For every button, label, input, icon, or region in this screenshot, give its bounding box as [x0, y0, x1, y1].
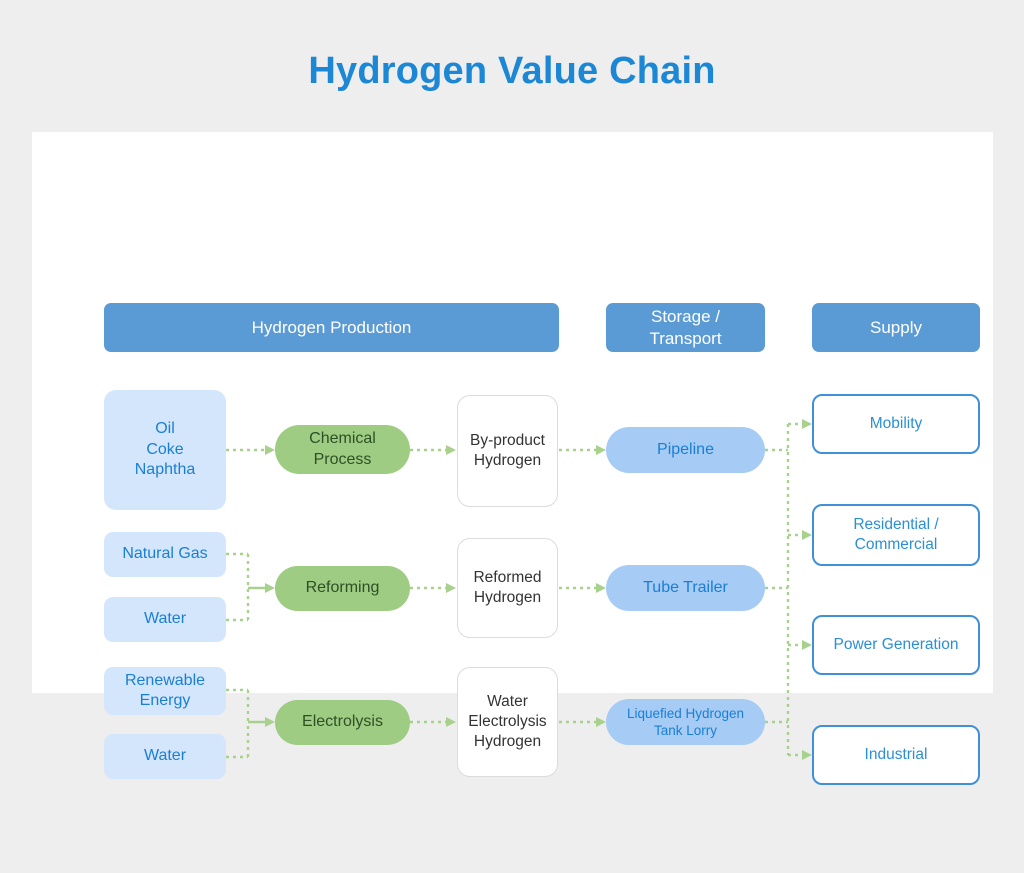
transport-tube-trailer[interactable]: Tube Trailer: [606, 565, 765, 611]
stage-header-storage-transport[interactable]: Storage / Transport: [606, 303, 765, 352]
diagram-card: Hydrogen Production Storage / Transport …: [32, 132, 993, 785]
product-by-product-hydrogen[interactable]: By-product Hydrogen: [457, 395, 558, 507]
stage-header-supply[interactable]: Supply: [812, 303, 980, 352]
supply-industrial[interactable]: Industrial: [812, 725, 980, 785]
supply-power-generation[interactable]: Power Generation: [812, 615, 980, 675]
product-reformed-hydrogen[interactable]: Reformed Hydrogen: [457, 538, 558, 638]
diagram-page: Hydrogen Value Chain: [32, 50, 993, 785]
supply-residential-commercial[interactable]: Residential / Commercial: [812, 504, 980, 566]
feedstock-water-reforming[interactable]: Water: [104, 597, 226, 642]
transport-pipeline[interactable]: Pipeline: [606, 427, 765, 473]
supply-mobility[interactable]: Mobility: [812, 394, 980, 454]
stage-header-hydrogen-production[interactable]: Hydrogen Production: [104, 303, 559, 352]
feedstock-oil-coke-naphtha[interactable]: Oil Coke Naphtha: [104, 390, 226, 510]
feedstock-natural-gas[interactable]: Natural Gas: [104, 532, 226, 577]
product-water-electrolysis-hydrogen[interactable]: Water Electrolysis Hydrogen: [457, 667, 558, 777]
process-electrolysis[interactable]: Electrolysis: [275, 700, 410, 745]
process-chemical-process[interactable]: Chemical Process: [275, 425, 410, 474]
feedstock-renewable-energy[interactable]: Renewable Energy: [104, 667, 226, 715]
process-reforming[interactable]: Reforming: [275, 566, 410, 611]
transport-liquefied-hydrogen-tank-lorry[interactable]: Liquefied Hydrogen Tank Lorry: [606, 699, 765, 745]
page-title: Hydrogen Value Chain: [308, 50, 716, 92]
